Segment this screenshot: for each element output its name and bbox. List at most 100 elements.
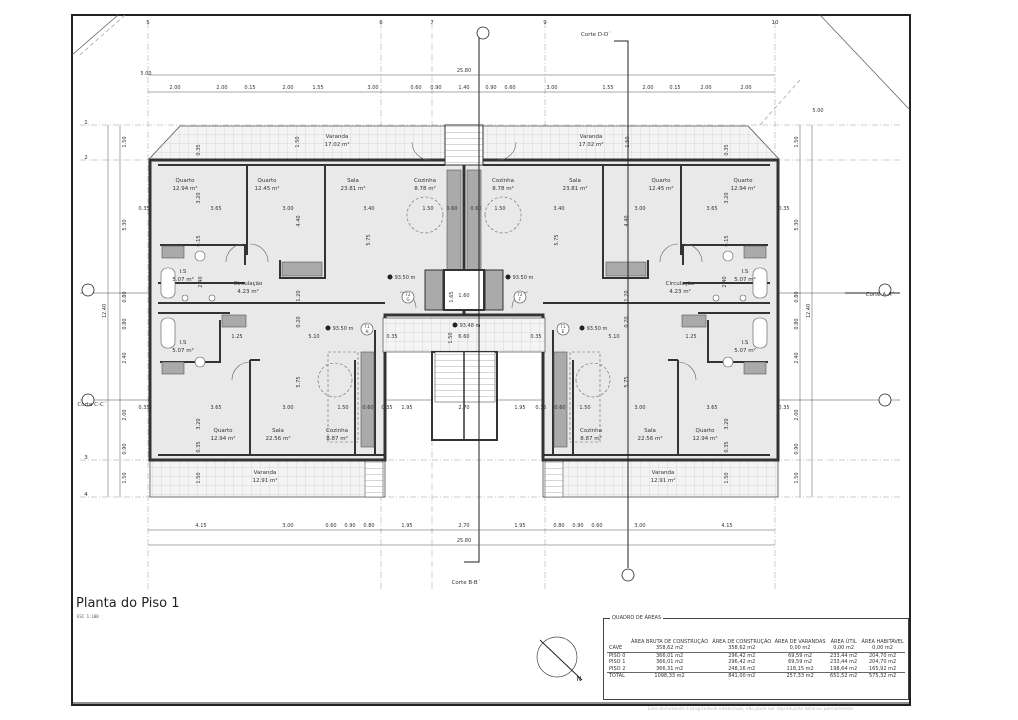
floor-name: PISO 0 (607, 651, 629, 659)
area-value: 358,62 m2 (655, 645, 684, 651)
room-area: 8.87 m² (326, 435, 348, 442)
room-name: Quarto (652, 178, 672, 184)
area-value: 69,59 m2 (788, 659, 813, 665)
area-value: 575,32 m2 (860, 672, 905, 680)
dimension-label: 0.15 (196, 235, 202, 246)
area-value: 248,16 m2 (728, 665, 756, 672)
dimension-label: 0.90 (485, 85, 496, 91)
dimension-total: 12.40 (806, 304, 812, 318)
dimension-label: 3.40 (553, 206, 564, 212)
area-table-header (607, 625, 629, 645)
dimension-label: 1.50 (448, 332, 454, 343)
sheet-border (71, 14, 911, 706)
room-area: 12.91 m² (650, 477, 675, 484)
area-value: 0,00 m2 (872, 645, 893, 651)
dimension-label: 1.20 (296, 290, 302, 301)
room-area: 17.02 m² (578, 141, 603, 148)
dimension-label: 0.60 (446, 206, 457, 212)
dimension-label: 0.20 (624, 316, 630, 327)
level-mark: 93.50 m (395, 275, 416, 281)
room-area: 8.78 m² (492, 185, 514, 192)
room-area: 12.94 m² (730, 185, 755, 192)
grid-label: 10 (772, 20, 779, 26)
dimension-label: 0.35 (530, 334, 541, 340)
dimension-label: 0.90 (794, 443, 800, 454)
drawing-scale: ESC 1:100 (77, 614, 99, 619)
level-marker-icon (452, 322, 458, 328)
room-area: 23.81 m² (562, 185, 587, 192)
area-value: 841,00 m2 (710, 672, 774, 680)
room-name: Sala (347, 178, 359, 184)
dimension-label: 3.20 (196, 192, 202, 203)
unit-tag (513, 290, 527, 304)
dimension-label: 0.15 (724, 235, 730, 246)
dimension-label: 1.25 (685, 334, 696, 340)
room-area: 8.78 m² (414, 185, 436, 192)
dimension-label: 0.60 (554, 405, 565, 411)
drawing-title: Planta do Piso 1 (76, 596, 180, 611)
dimension-label: 1.95 (401, 523, 412, 529)
area-value: 1098,33 m2 (628, 672, 711, 680)
dimension-label: 0.80 (553, 523, 564, 529)
interior-walls (158, 164, 445, 456)
level-mark: 93.50 m (513, 275, 534, 281)
section-label: Corte A-A´ (866, 292, 895, 298)
dimension-label: 1.55 (602, 85, 613, 91)
room-name: Quarto (696, 428, 716, 434)
area-value: 366,31 m2 (655, 665, 684, 672)
room-area: 17.02 m² (324, 141, 349, 148)
dimension-label: 4.15 (721, 523, 732, 529)
room-area: 5.07 m² (172, 276, 194, 283)
room-name: Sala (644, 428, 656, 434)
grid-label: 9 (543, 20, 547, 26)
room-name: Varanda (254, 470, 277, 476)
level-mark: 93.50 m (587, 326, 608, 332)
dimension-label: 0.35 (381, 405, 392, 411)
dimension-label: 2.00 (122, 409, 128, 420)
room-name: Sala (569, 178, 581, 184)
dimension-label: 4.15 (195, 523, 206, 529)
dimension-label: 0.20 (296, 316, 302, 327)
dimension-label: 3.20 (724, 192, 730, 203)
area-value: 165,92 m2 (869, 665, 897, 672)
unit-type: T2 (405, 292, 411, 297)
grid-label: 6 (379, 20, 383, 26)
dimension-label: 3.65 (706, 405, 717, 411)
dimension-label: 1.55 (312, 85, 323, 91)
dimension-label: 2.00 (282, 85, 293, 91)
room-name: I.S (180, 269, 187, 275)
floor-name: CAVE (609, 645, 623, 651)
dimension-label: 2.00 (169, 85, 180, 91)
dimension-total: 12.40 (102, 304, 108, 318)
room-name: Varanda (580, 134, 603, 140)
room-name: I.S (742, 269, 749, 275)
unit-tag (360, 322, 374, 336)
unit-tag (401, 290, 415, 304)
area-value: 118,15 m2 (786, 665, 814, 672)
dimension-label: 0.80 (122, 291, 128, 302)
room-area: 5.07 m² (734, 276, 756, 283)
dimension-label: 0.35 (724, 441, 730, 452)
area-table-header: ÁREA DE CONSTRUÇÃO (712, 639, 772, 645)
room-name: Circulação (234, 281, 263, 287)
room-area: 4.23 m² (237, 288, 259, 295)
dimension-label: 2.40 (722, 276, 728, 287)
room-area: 5.07 m² (734, 347, 756, 354)
section-label: Corte B-B´ (452, 580, 481, 586)
veranda-steps (364, 459, 384, 498)
dimension-label: 1.20 (624, 290, 630, 301)
unit-tag (556, 322, 570, 336)
dimension-label: 5.30 (122, 219, 128, 230)
dimension-label: 5.00 (140, 71, 151, 77)
dimension-label: 1.65 (449, 291, 455, 302)
dimension-label: 1.50 (724, 472, 730, 483)
dimension-label: 2.40 (198, 276, 204, 287)
dimension-label: 4.40 (296, 215, 302, 226)
north-label: N (576, 675, 581, 683)
